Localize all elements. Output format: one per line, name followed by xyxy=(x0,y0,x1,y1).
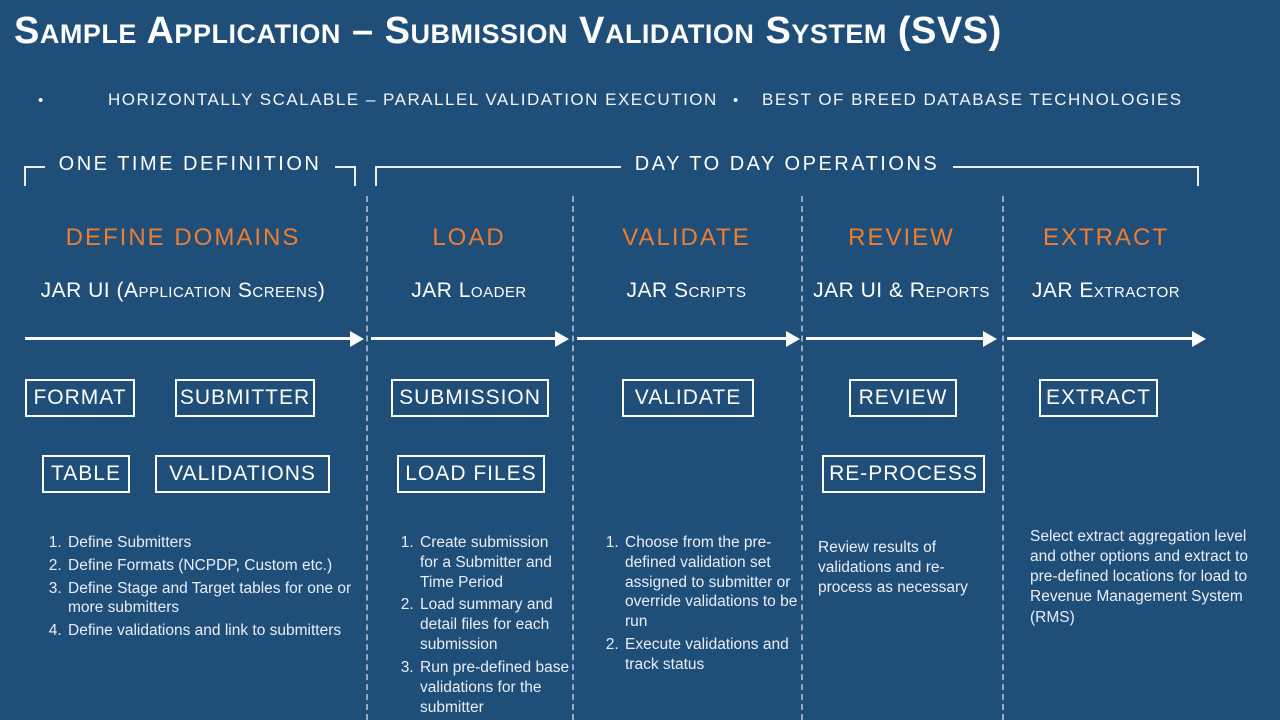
column-divider xyxy=(366,196,368,720)
column-subheader-jar-ui-screens: JAR UI (Application Screens) xyxy=(40,279,326,302)
page-title: Sample Application – Submission Validati… xyxy=(14,10,1002,52)
extract-note: Select extract aggregation level and oth… xyxy=(1030,528,1249,626)
flow-arrow-icon xyxy=(577,337,787,340)
column-subheader-jar-loader: JAR Loader xyxy=(411,279,527,302)
load-steps: Create submission for a Submitter and Ti… xyxy=(380,533,570,720)
bullet-icon: • xyxy=(38,92,45,109)
bracket-line xyxy=(953,166,1199,186)
list-item: Create submission for a Submitter and Ti… xyxy=(418,533,570,592)
column-divider xyxy=(572,196,574,720)
box-format: FORMAT xyxy=(25,379,135,417)
box-submission: SUBMISSION xyxy=(391,379,549,417)
flow-arrow-icon xyxy=(371,337,556,340)
box-extract: EXTRACT xyxy=(1039,379,1158,417)
column-header-extract: EXTRACT xyxy=(1042,224,1169,251)
bracket-line xyxy=(24,166,45,186)
list-item: Define validations and link to submitter… xyxy=(66,621,363,641)
column-header-load: LOAD xyxy=(432,224,506,251)
box-submitter: SUBMITTER xyxy=(175,379,315,417)
column-divider xyxy=(801,196,803,720)
column-subheader-jar-scripts: JAR Scripts xyxy=(626,279,747,302)
flow-arrow-icon xyxy=(1007,337,1193,340)
bullet-text: BEST OF BREED DATABASE TECHNOLOGIES xyxy=(762,90,1183,109)
bracket-line xyxy=(375,166,621,186)
list-item: Execute validations and track status xyxy=(623,635,800,675)
box-load-files: LOAD FILES xyxy=(397,455,545,493)
box-review: REVIEW xyxy=(849,379,957,417)
box-table: TABLE xyxy=(42,455,130,493)
list-item: Define Formats (NCPDP, Custom etc.) xyxy=(66,556,363,576)
bracket-line xyxy=(335,166,357,186)
bullet-item-database: • BEST OF BREED DATABASE TECHNOLOGIES xyxy=(733,90,1183,110)
column-header-review: REVIEW xyxy=(848,224,955,251)
list-item: Load summary and detail files for each s… xyxy=(418,595,570,654)
flow-arrow-icon xyxy=(806,337,984,340)
bullet-icon: • xyxy=(733,92,740,109)
bullet-item-scalable: • HORIZONTALLY SCALABLE – PARALLEL VALID… xyxy=(38,90,718,110)
column-header-define-domains: DEFINE DOMAINS xyxy=(65,224,301,251)
column-header-validate: VALIDATE xyxy=(622,224,751,251)
validate-steps: Choose from the pre-defined validation s… xyxy=(585,533,800,678)
list-item: Choose from the pre-defined validation s… xyxy=(623,533,800,632)
bullet-text: HORIZONTALLY SCALABLE – PARALLEL VALIDAT… xyxy=(108,90,718,109)
review-note: Review results of validations and re-pro… xyxy=(818,539,968,597)
box-validations: VALIDATIONS xyxy=(155,455,330,493)
bracket-one-time-definition: ONE TIME DEFINITION xyxy=(24,153,357,186)
box-validate: VALIDATE xyxy=(622,379,754,417)
section-label-one-time: ONE TIME DEFINITION xyxy=(58,153,322,175)
list-item: Define Submitters xyxy=(66,533,363,553)
section-label-day-to-day: DAY TO DAY OPERATIONS xyxy=(634,153,940,175)
flow-arrow-icon xyxy=(25,337,351,340)
column-divider xyxy=(1002,196,1004,720)
list-item: Run pre-defined base validations for the… xyxy=(418,658,570,717)
column-subheader-jar-extractor: JAR Extractor xyxy=(1031,279,1181,302)
define-domains-steps: Define Submitters Define Formats (NCPDP,… xyxy=(28,533,363,644)
bracket-day-to-day-operations: DAY TO DAY OPERATIONS xyxy=(375,153,1199,186)
list-item: Define Stage and Target tables for one o… xyxy=(66,579,363,619)
column-subheader-jar-ui-reports: JAR UI & Reports xyxy=(813,279,990,302)
box-re-process: RE-PROCESS xyxy=(822,455,985,493)
